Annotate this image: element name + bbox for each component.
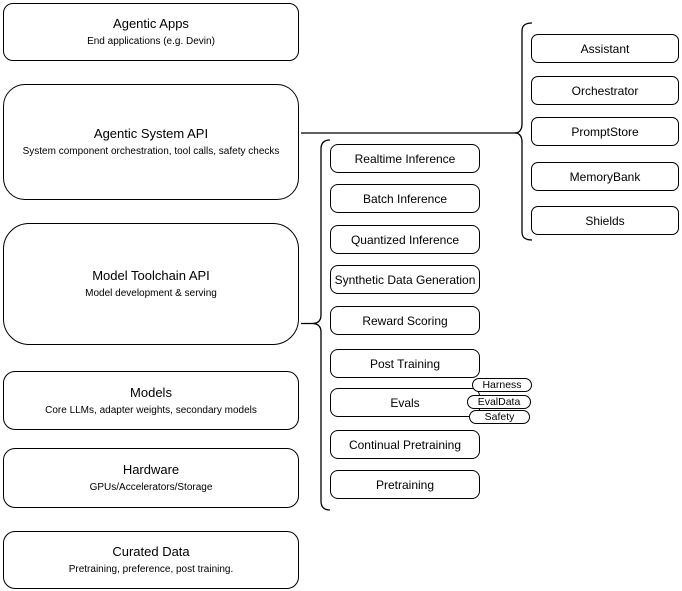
box-label: Post Training bbox=[369, 356, 441, 371]
box-label: Synthetic Data Generation bbox=[334, 272, 476, 287]
box-shields: Shields bbox=[531, 206, 679, 235]
tag-safety: Safety bbox=[469, 410, 530, 424]
box-synthetic-data-generation: Synthetic Data Generation bbox=[330, 265, 480, 294]
box-evals: Evals bbox=[330, 388, 480, 417]
box-label: PromptStore bbox=[571, 124, 639, 139]
box-subtitle: Model development & serving bbox=[85, 288, 217, 299]
box-label: Assistant bbox=[580, 41, 630, 56]
box-subtitle: GPUs/Accelerators/Storage bbox=[89, 482, 213, 493]
box-label: Evals bbox=[390, 395, 420, 410]
box-models: Models Core LLMs, adapter weights, secon… bbox=[3, 371, 299, 430]
tag-evaldata: EvalData bbox=[467, 395, 531, 409]
box-curated-data: Curated Data Pretraining, preference, po… bbox=[3, 531, 299, 589]
box-pretraining: Pretraining bbox=[330, 470, 480, 499]
box-model-toolchain-api: Model Toolchain API Model development & … bbox=[3, 223, 299, 345]
brace-system-components bbox=[514, 22, 533, 241]
tag-label: Harness bbox=[482, 379, 522, 391]
box-label: Shields bbox=[585, 213, 625, 228]
box-agentic-apps: Agentic Apps End applications (e.g. Devi… bbox=[3, 3, 299, 61]
box-realtime-inference: Realtime Inference bbox=[330, 144, 480, 173]
box-memorybank: MemoryBank bbox=[531, 162, 679, 191]
box-label: Reward Scoring bbox=[362, 313, 448, 328]
box-label: Pretraining bbox=[375, 477, 435, 492]
tag-label: Safety bbox=[484, 411, 515, 423]
box-title: Models bbox=[130, 384, 172, 400]
box-label: Quantized Inference bbox=[350, 232, 460, 247]
box-title: Agentic System API bbox=[93, 126, 209, 141]
box-reward-scoring: Reward Scoring bbox=[330, 306, 480, 335]
box-title: Model Toolchain API bbox=[92, 268, 210, 283]
box-label: MemoryBank bbox=[569, 169, 641, 184]
box-label: Continual Pretraining bbox=[348, 437, 462, 452]
box-agentic-system-api: Agentic System API System component orch… bbox=[3, 84, 299, 200]
box-promptstore: PromptStore bbox=[531, 117, 679, 146]
box-hardware: Hardware GPUs/Accelerators/Storage bbox=[3, 448, 299, 508]
box-subtitle: Pretraining, preference, post training. bbox=[68, 564, 234, 575]
tag-label: EvalData bbox=[477, 396, 521, 408]
box-label: Orchestrator bbox=[571, 83, 639, 98]
box-subtitle: End applications (e.g. Devin) bbox=[87, 36, 215, 47]
box-post-training: Post Training bbox=[330, 349, 480, 378]
box-assistant: Assistant bbox=[531, 34, 679, 63]
box-subtitle: System component orchestration, tool cal… bbox=[22, 146, 280, 157]
box-continual-pretraining: Continual Pretraining bbox=[330, 430, 480, 459]
box-title: Agentic Apps bbox=[113, 16, 189, 31]
box-title: Hardware bbox=[122, 462, 180, 477]
box-label: Batch Inference bbox=[362, 191, 448, 206]
box-label: Realtime Inference bbox=[354, 151, 456, 166]
tag-harness: Harness bbox=[472, 378, 532, 392]
box-orchestrator: Orchestrator bbox=[531, 76, 679, 105]
box-batch-inference: Batch Inference bbox=[330, 184, 480, 213]
box-title: Curated Data bbox=[112, 544, 190, 559]
brace-toolchain-items bbox=[311, 139, 331, 511]
box-subtitle: Core LLMs, adapter weights, secondary mo… bbox=[45, 404, 257, 416]
box-quantized-inference: Quantized Inference bbox=[330, 225, 480, 254]
